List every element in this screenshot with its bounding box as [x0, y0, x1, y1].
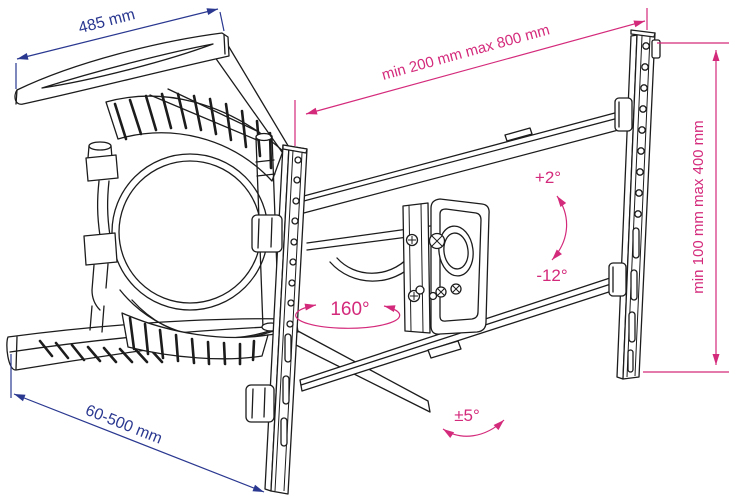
upper-hatched-band	[105, 95, 284, 182]
articulating-arm-assembly	[83, 41, 293, 366]
upper-crossbar	[299, 109, 627, 215]
tilt-down-label: -12°	[536, 266, 567, 285]
right-rail-lower-hook	[608, 262, 627, 297]
level-label: ±5°	[454, 406, 480, 425]
dimension-vesa-height: min 100 mm max 400 mm	[643, 42, 729, 373]
lower-band-hatching	[128, 316, 256, 366]
annotation-level: ±5°	[442, 406, 505, 439]
lower-hatched-band	[121, 312, 269, 360]
annotation-swivel: 160°	[295, 299, 401, 329]
wall-distance-label: 60-500 mm	[83, 402, 164, 448]
swivel-label: 160°	[330, 299, 369, 320]
arm-left-posts	[83, 141, 119, 333]
arm-pivot-disc	[111, 153, 269, 311]
wall-plate-assembly	[306, 198, 490, 335]
lower-crossbar-tab	[427, 340, 462, 359]
wall-plate-bracket	[402, 202, 431, 334]
upper-crossbar-tab	[504, 127, 533, 142]
left-rail-holes	[280, 156, 302, 447]
dimension-wall-distance: 60-500 mm	[10, 354, 265, 493]
arm-width-label: 485 mm	[77, 6, 137, 37]
lower-blade-hatching	[38, 339, 164, 364]
annotation-tilt: +2° -12°	[535, 168, 568, 285]
vesa-width-label: min 200 mm max 800 mm	[380, 21, 552, 83]
right-rail-side-tab	[651, 39, 661, 59]
tv-arm-upper-blade	[14, 32, 230, 105]
tilt-up-label: +2°	[535, 168, 561, 187]
right-vesa-rail	[608, 29, 661, 380]
arm-connector-lines	[149, 41, 291, 153]
left-vesa-rail	[245, 144, 308, 495]
right-rail-upper-hook	[614, 97, 633, 132]
vesa-height-label: min 100 mm max 400 mm	[690, 120, 707, 293]
